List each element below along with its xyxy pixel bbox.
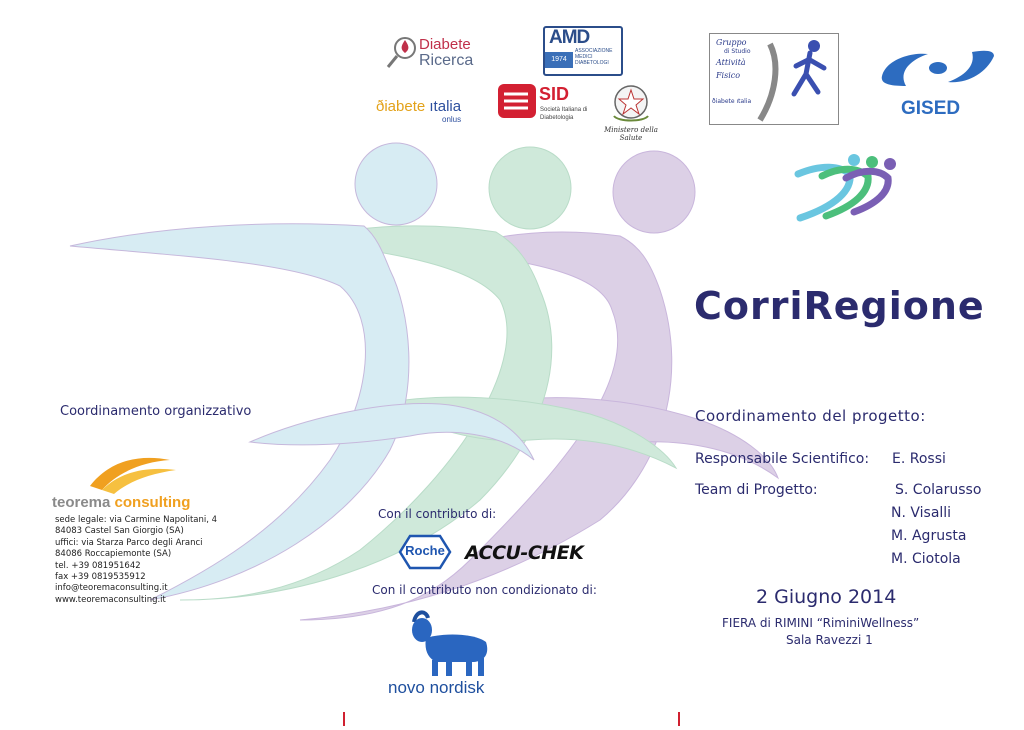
gised-label: GISED xyxy=(901,98,961,119)
sid-mark-icon xyxy=(498,84,536,118)
novo-nordisk-logo: novo nordisk xyxy=(386,608,516,704)
gruppo-text-1: Gruppo xyxy=(716,38,747,47)
amd-logo-letters: AMD xyxy=(549,27,590,48)
gruppo-studio-attivita-fisica-logo: Gruppo di Studio Attività Fisico ðiabete… xyxy=(709,33,839,125)
event-venue-room: Sala Ravezzi 1 xyxy=(786,633,873,647)
amd-logo-year: 1974 xyxy=(545,52,573,68)
responsabile-scientifico-label: Responsabile Scientifico: xyxy=(695,451,870,467)
gised-logo: GISED xyxy=(876,46,996,122)
address-line: tel. +39 081951642 xyxy=(55,560,141,571)
sid-label: SID xyxy=(539,84,570,104)
gised-swoosh-icon xyxy=(881,50,994,86)
gruppo-text-3: Attività xyxy=(716,58,746,67)
coordinamento-progetto-heading: Coordinamento del progetto: xyxy=(695,407,926,425)
diabete-italia-sub: onlus xyxy=(442,115,462,124)
fold-mark-right xyxy=(678,712,680,726)
team-member: M. Agrusta xyxy=(891,528,967,544)
gruppo-text-4: Fisico xyxy=(716,71,741,80)
roche-label: Roche xyxy=(405,543,445,558)
team-member: S. Colarusso xyxy=(895,482,982,498)
teorema-consulting-logo: teorema consulting xyxy=(52,452,192,514)
address-line: sede legale: via Carmine Napolitani, 4 xyxy=(55,515,218,525)
ministero-salute-logo: Ministero della Salute xyxy=(596,78,666,142)
address-line: 84086 Roccapiemonte (SA) xyxy=(55,549,172,560)
page-title: CorriRegione xyxy=(694,284,985,328)
fold-mark-left xyxy=(343,712,345,726)
team-member: N. Visalli xyxy=(891,505,952,521)
novo-nordisk-label: novo nordisk xyxy=(388,678,485,697)
ministero-label: Ministero della Salute xyxy=(604,126,658,142)
roche-accu-chek-logo: Roche ACCU-CHEK xyxy=(390,534,590,572)
sid-subtitle: Società Italiana di Diabetologia xyxy=(540,107,588,121)
teorema-address-block: sede legale: via Carmine Napolitani, 4 8… xyxy=(55,515,217,606)
event-venue: FIERA di RIMINI “RiminiWellness” xyxy=(722,616,920,630)
diabete-italia-word2: ıtalia xyxy=(429,98,462,115)
contributo-non-condizionato-heading: Con il contributo non condizionato di: xyxy=(372,583,597,597)
diabete-ricerca-line2: Ricerca xyxy=(419,52,474,69)
amd-logo-subtitle: ASSOCIAZIONE MEDICI DIABETOLOGI xyxy=(575,48,613,66)
runner-figure-blue xyxy=(69,142,535,601)
address-line: fax +39 0819535912 xyxy=(55,572,146,583)
teorema-name-part2: consulting xyxy=(114,494,191,511)
diabete-ricerca-logo: Diabete Ricerca xyxy=(385,34,495,74)
amd-logo: AMD 1974 ASSOCIAZIONE MEDICI DIABETOLOGI xyxy=(543,26,623,76)
runner-silhouette-icon xyxy=(757,40,827,122)
gruppo-text-2: di Studio xyxy=(724,48,751,55)
sid-logo: SID Società Italiana di Diabetologia xyxy=(498,84,588,136)
event-date: 2 Giugno 2014 xyxy=(756,586,897,608)
contributo-heading: Con il contributo di: xyxy=(378,507,497,521)
italian-emblem-icon xyxy=(613,85,649,122)
team-member: M. Ciotola xyxy=(891,551,961,567)
address-line: uffici: via Starza Parco degli Aranci xyxy=(55,537,203,548)
address-line: info@teoremaconsulting.it xyxy=(55,583,168,594)
small-runners-logo xyxy=(794,154,896,222)
address-line: www.teoremaconsulting.it xyxy=(55,594,166,605)
diabete-italia-word1: ðiabete xyxy=(376,98,430,115)
diabete-ricerca-line1: Diabete xyxy=(419,36,471,53)
team-progetto-label: Team di Progetto: xyxy=(695,482,818,498)
apis-bull-icon xyxy=(412,610,488,676)
accu-chek-label: ACCU-CHEK xyxy=(465,542,584,564)
gruppo-text-5: ðiabete ıtalia xyxy=(712,98,752,105)
address-line: 84083 Castel San Giorgio (SA) xyxy=(55,526,184,537)
magnifier-drop-icon xyxy=(386,37,416,68)
teorema-name-part1: teorema xyxy=(52,494,115,511)
teorema-swirl-icon xyxy=(90,457,176,494)
runner-figure-green xyxy=(179,146,678,601)
responsabile-scientifico-name: E. Rossi xyxy=(892,451,946,467)
diabete-italia-logo: ðiabete ıtalia onlus xyxy=(376,98,476,130)
coordinamento-organizzativo-heading: Coordinamento organizzativo xyxy=(60,404,252,419)
roche-hexagon-icon xyxy=(398,534,452,570)
